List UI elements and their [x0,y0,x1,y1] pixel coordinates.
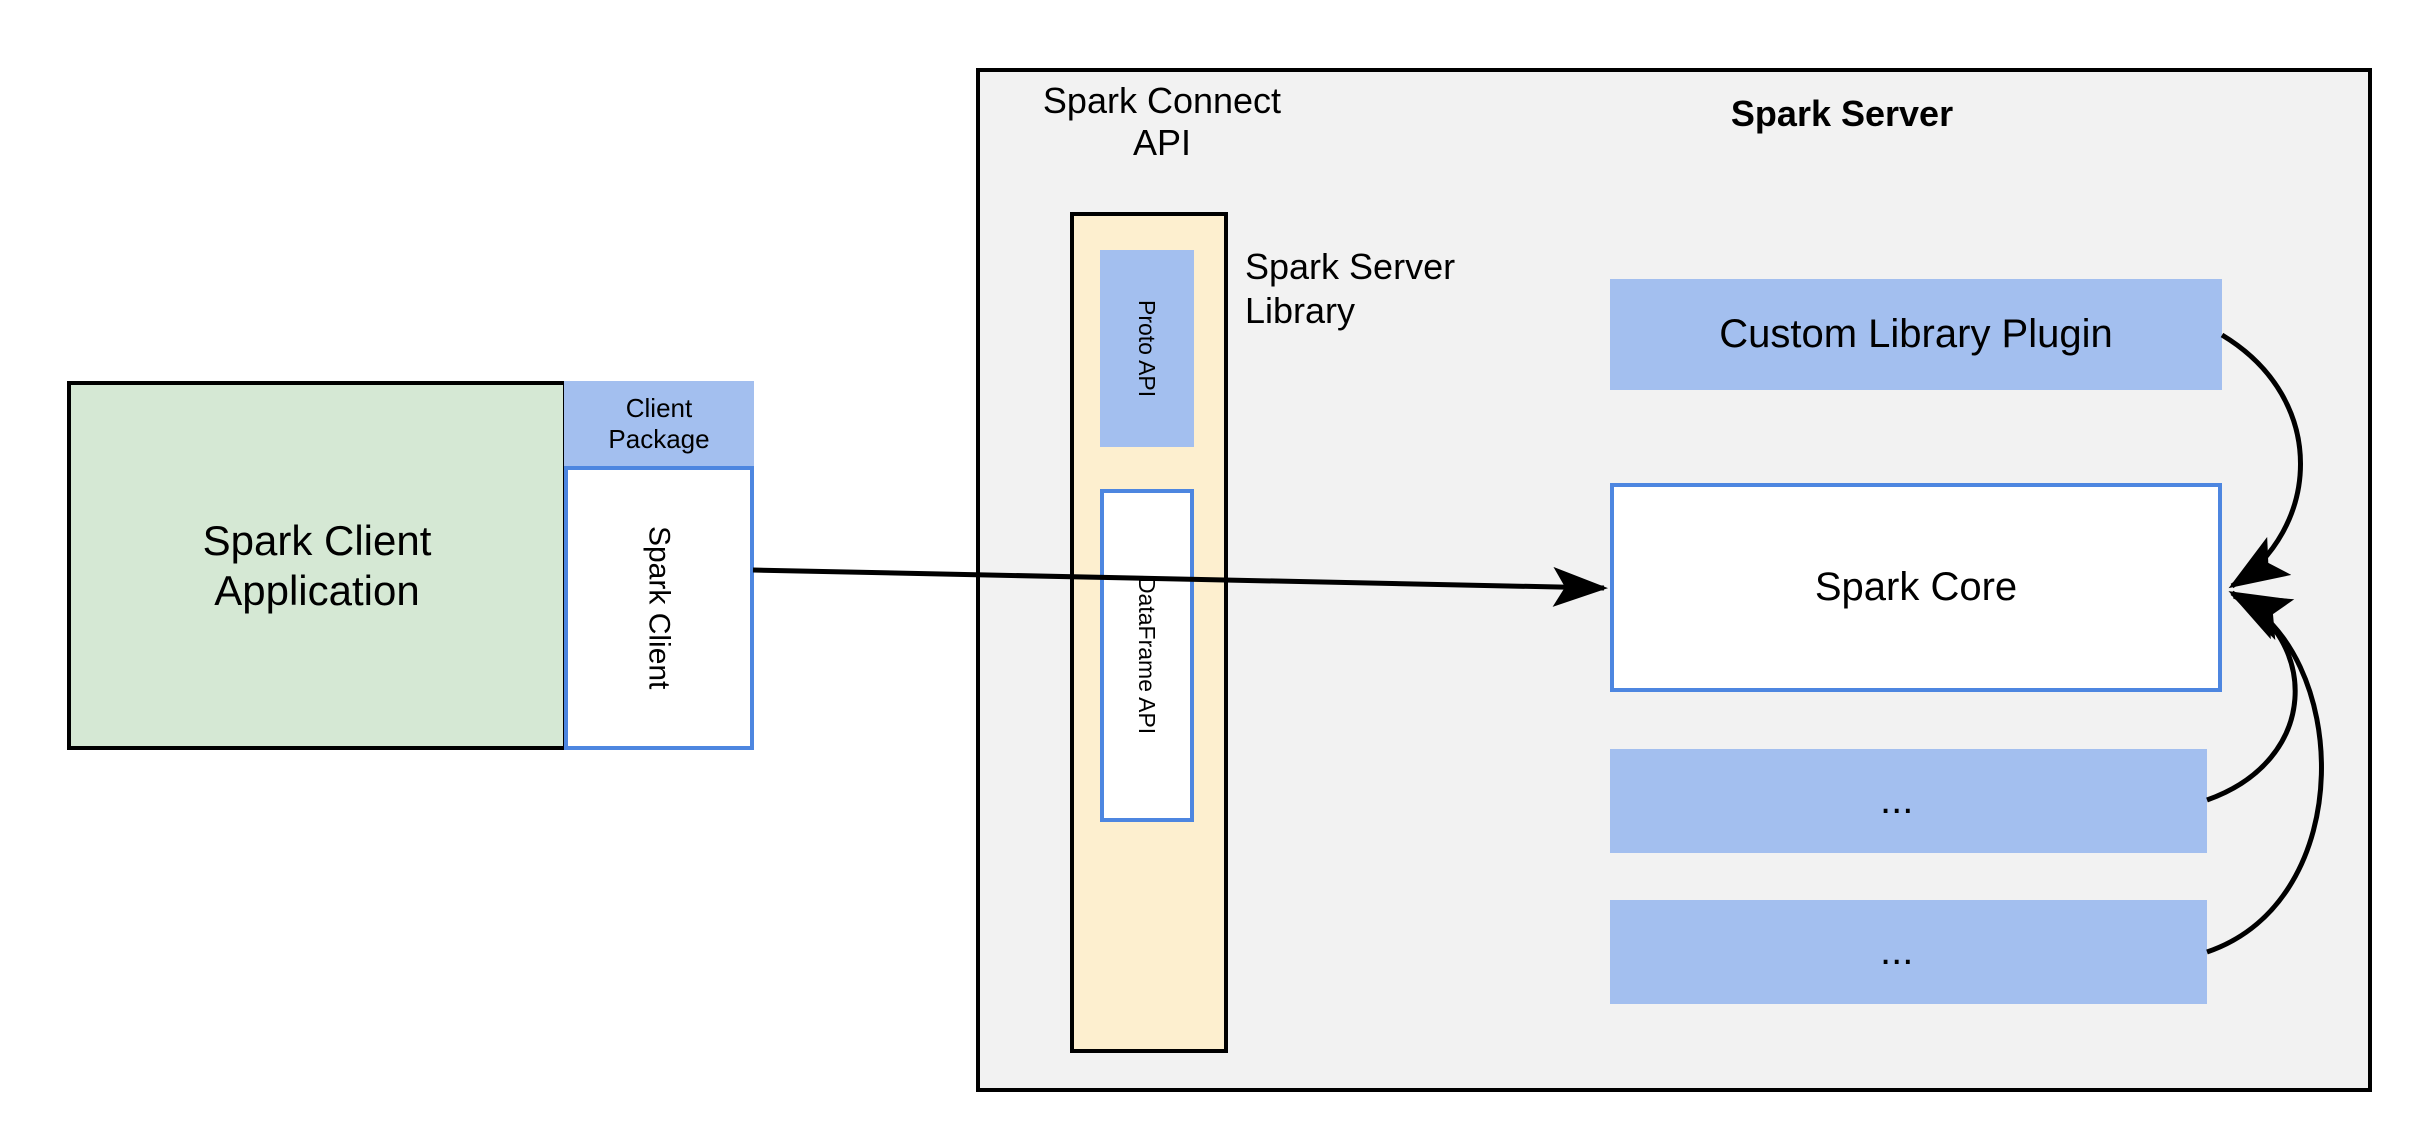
dataframe-api-label: DataFrame API [1134,576,1161,735]
server-library-line1: Spark Server [1245,246,1456,287]
custom-library-plugin-box[interactable]: Custom Library Plugin [1610,279,2222,390]
connect-api-line1: Spark Connect [1042,80,1282,121]
client-app-line1: Spark Client [202,516,432,564]
client-package-label: Client Package [608,393,709,454]
client-package-line2: Package [608,423,710,454]
proto-api-label: Proto API [1134,299,1161,398]
spark-client-application-label: Spark Client Application [203,516,432,615]
additional-component-box-1[interactable]: ... [1610,749,2207,853]
spark-client-label: Spark Client [642,526,676,690]
spark-core-box[interactable]: Spark Core [1610,483,2222,692]
client-app-line2: Application [214,566,420,614]
spark-connect-api-label: Spark Connect API [1017,68,1307,163]
spark-client-application-box[interactable]: Spark Client Application [67,381,567,750]
spark-client-box[interactable]: Spark Client [564,466,754,750]
additional-component-box-2[interactable]: ... [1610,900,2207,1004]
proto-api-box[interactable]: Proto API [1100,250,1194,447]
dataframe-api-box[interactable]: DataFrame API [1100,489,1194,822]
connect-api-line2: API [1132,122,1192,164]
server-library-line2: Library [1245,289,1356,331]
spark-server-title: Spark Server [1730,92,1954,134]
client-package-box[interactable]: Client Package [564,381,754,466]
spark-server-library-label: Spark Server Library [1245,245,1545,335]
client-package-line1: Client [625,392,693,423]
